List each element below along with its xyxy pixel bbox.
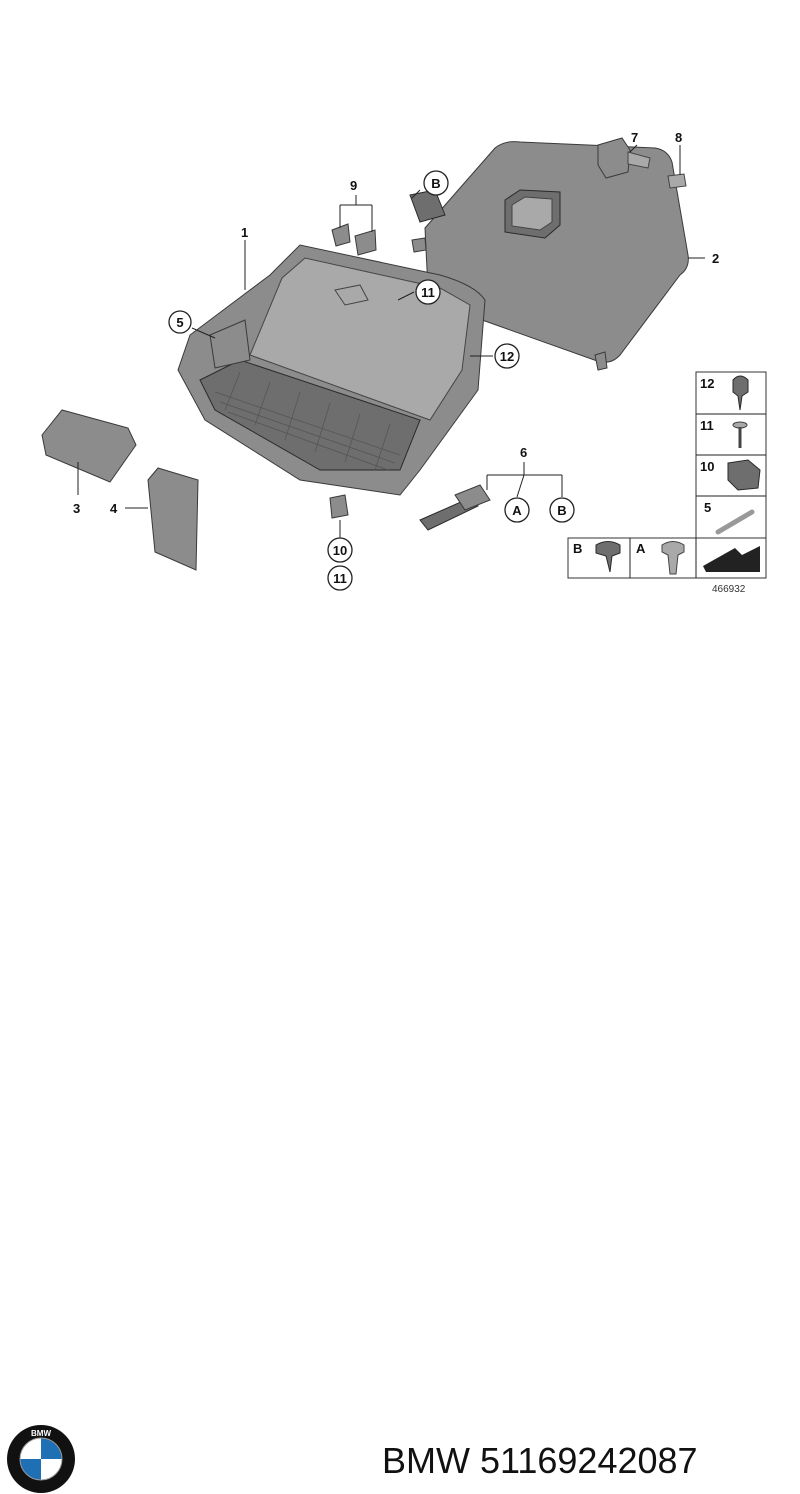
label-part-2: 2 — [712, 251, 719, 266]
exploded-parts-diagram: 1 2 3 4 6 7 8 9 5 11 12 B A B — [41, 130, 767, 595]
svg-text:10: 10 — [333, 543, 347, 558]
circle-callout-11-top: 11 — [415, 279, 441, 305]
clip-nut-icon — [727, 459, 761, 491]
svg-text:11: 11 — [333, 571, 347, 586]
pin-icon — [715, 509, 755, 535]
label-part-3: 3 — [73, 501, 80, 516]
circle-callout-5: 5 — [168, 310, 192, 334]
leader-lines — [77, 144, 705, 538]
circle-callout-10: 10 — [327, 537, 353, 563]
circle-callout-b-top: B — [423, 170, 449, 196]
label-part-9: 9 — [350, 178, 357, 193]
svg-text:5: 5 — [176, 315, 183, 330]
damper-6 — [419, 484, 491, 531]
circle-callout-b-right: B — [549, 497, 575, 523]
circle-callout-12: 12 — [494, 343, 520, 369]
screw-icon — [732, 421, 748, 448]
clip-a-icon — [661, 541, 685, 575]
brand-name: BMW — [382, 1440, 470, 1481]
svg-text:A: A — [512, 503, 522, 518]
legend-row-10: 10 — [700, 459, 714, 474]
callout-labels: 1 2 3 4 6 7 8 9 5 11 12 B A B — [73, 130, 719, 591]
legend-a: A — [636, 541, 646, 556]
bushing-8 — [667, 173, 687, 189]
glovebox-lid — [409, 141, 689, 371]
circle-callout-a: A — [504, 497, 530, 523]
svg-text:B: B — [431, 176, 440, 191]
legend-row-11: 11 — [700, 418, 714, 433]
legend-b: B — [573, 541, 582, 556]
label-part-6: 6 — [520, 445, 527, 460]
diagram-reference-number: 466932 — [712, 584, 746, 595]
legend-row-5: 5 — [704, 500, 711, 515]
label-part-8: 8 — [675, 130, 682, 145]
svg-text:11: 11 — [421, 285, 435, 300]
glovebox-tray — [177, 244, 486, 519]
logo-lettering: BMW — [31, 1429, 51, 1438]
small-parts-legend: 12 11 10 5 B A 466932 — [567, 371, 767, 595]
legend-row-12: 12 — [700, 376, 714, 391]
svg-text:B: B — [557, 503, 566, 518]
svg-text:12: 12 — [500, 349, 514, 364]
label-part-4: 4 — [110, 501, 118, 516]
circle-callout-11-bottom: 11 — [327, 565, 353, 591]
hinges-9 — [331, 223, 377, 256]
cover-panel-4 — [147, 467, 199, 571]
bmw-logo: BMW — [7, 1425, 75, 1493]
cover-panel-3 — [41, 409, 137, 483]
part-number: 51169242087 — [479, 1440, 698, 1481]
arrow-icon — [703, 546, 760, 572]
label-part-1: 1 — [241, 225, 248, 240]
tray-grid — [214, 371, 401, 471]
grommet-icon — [732, 375, 749, 411]
button-b-icon — [595, 541, 621, 573]
label-part-7: 7 — [631, 130, 638, 145]
lock-7 — [597, 137, 651, 179]
